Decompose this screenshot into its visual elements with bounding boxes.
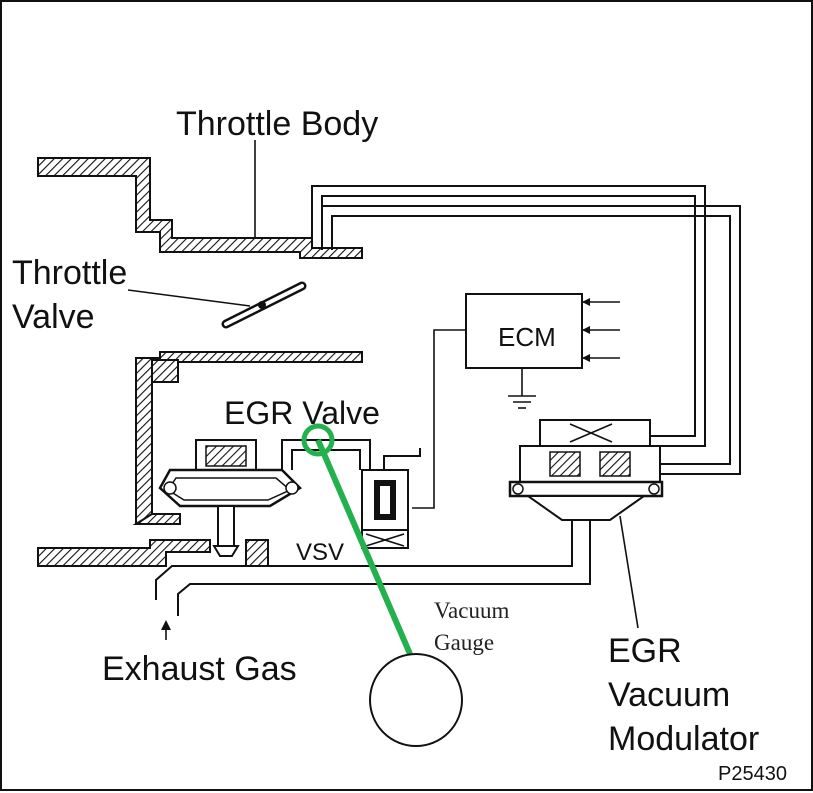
exhaust-pipe (155, 565, 268, 640)
modulator-label-line1: EGR (608, 632, 682, 670)
throttle-valve-label-line1: Throttle (12, 254, 127, 292)
throttle-valve (221, 281, 307, 329)
vacuum-gauge-label-line1: Vacuum (434, 598, 509, 623)
ecm-box: ECM (412, 293, 620, 509)
egr-valve (158, 439, 371, 557)
vacuum-gauge (301, 423, 463, 747)
throttle-valve-leader (127, 289, 251, 307)
ecm-label: ECM (498, 322, 556, 352)
vacuum-gauge-hose (315, 438, 413, 656)
throttle-body-label: Throttle Body (176, 105, 378, 143)
modulator-leader (619, 515, 639, 629)
egr-valve-label: EGR Valve (224, 395, 380, 431)
vacuum-gauge-label-line2: Gauge (434, 630, 494, 655)
vsv-label: VSV (296, 539, 344, 566)
throttle-valve-label-line2: Valve (12, 298, 95, 336)
vacuum-gauge-connection (301, 423, 335, 457)
vacuum-hoses (311, 185, 741, 475)
vacuum-gauge-dial (369, 653, 463, 747)
modulator-label-line3: Modulator (608, 720, 759, 758)
egr-vacuum-modulator (268, 419, 664, 585)
exhaust-gas-label: Exhaust Gas (102, 650, 297, 688)
modulator-label-line2: Vacuum (608, 676, 730, 714)
figure-code: P25430 (718, 763, 787, 785)
throttle-body (37, 157, 363, 567)
